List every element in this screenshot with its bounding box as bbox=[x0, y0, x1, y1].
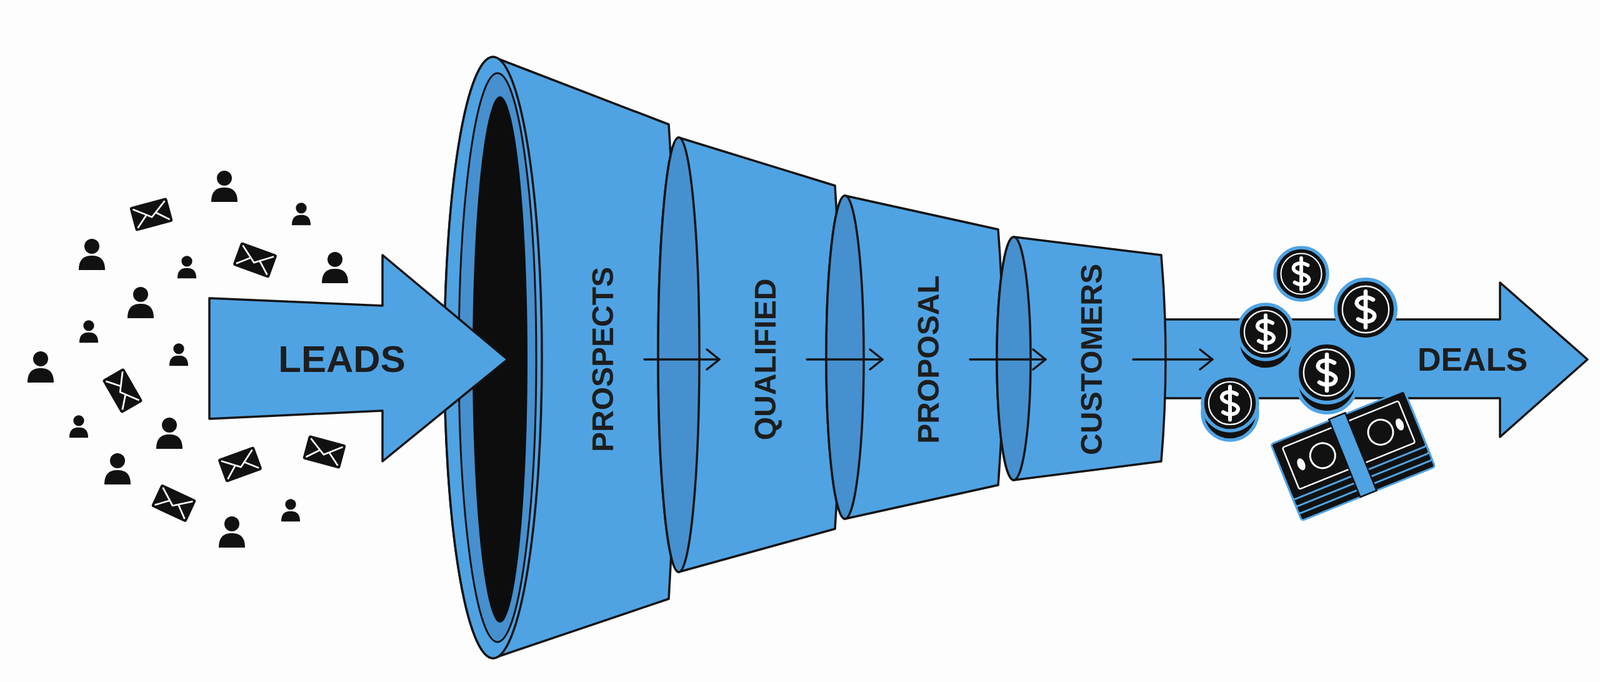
funnel-stage: CUSTOMERS bbox=[993, 233, 1172, 484]
envelope-icon bbox=[129, 197, 174, 232]
flow-arrow bbox=[644, 349, 720, 370]
stage-label: LEADS bbox=[278, 340, 405, 379]
arrow-head bbox=[1033, 349, 1046, 370]
cash-bill bbox=[1279, 411, 1435, 521]
envelope-icon bbox=[232, 241, 277, 279]
arrow-shape bbox=[1161, 282, 1588, 437]
person-icon bbox=[218, 516, 245, 548]
person-icon bbox=[291, 202, 311, 225]
funnel-stage: QUALIFIED bbox=[653, 134, 854, 575]
funnel-rim-inner bbox=[458, 73, 537, 642]
cash-stack bbox=[1270, 389, 1435, 521]
node-outline bbox=[1156, 278, 1594, 442]
cash-bill bbox=[1270, 390, 1427, 500]
person-icon bbox=[211, 170, 238, 202]
envelope-icon bbox=[217, 446, 262, 483]
cone-face bbox=[826, 195, 864, 519]
stage-label: QUALIFIED bbox=[750, 278, 781, 441]
funnel-stage: PROPOSAL bbox=[821, 192, 1010, 522]
stage-label: PROSPECTS bbox=[588, 266, 619, 452]
bill-seal bbox=[1364, 415, 1397, 449]
person-icon bbox=[69, 415, 89, 438]
flow-line bbox=[806, 358, 883, 361]
bill-seal bbox=[1306, 439, 1339, 472]
person-icon bbox=[321, 251, 349, 284]
person-icon bbox=[169, 343, 189, 366]
cone-body bbox=[444, 56, 677, 659]
funnel-opening bbox=[472, 96, 528, 623]
arrow-head bbox=[1200, 349, 1213, 370]
coin-icon bbox=[1275, 247, 1328, 300]
envelope-icon bbox=[151, 483, 197, 523]
bill-dot bbox=[1393, 417, 1406, 432]
cone-body bbox=[658, 137, 841, 572]
arrow-head bbox=[706, 349, 720, 370]
person-icon bbox=[177, 255, 197, 279]
flow-line bbox=[1133, 358, 1213, 361]
flow-line bbox=[644, 358, 720, 361]
deals-arrow: DEALS bbox=[1156, 278, 1594, 442]
person-icon bbox=[27, 351, 54, 383]
bill-border bbox=[1282, 400, 1415, 490]
envelope-icon bbox=[302, 435, 347, 469]
flow-line bbox=[970, 358, 1046, 361]
person-icon bbox=[156, 417, 183, 449]
cone-body bbox=[996, 236, 1166, 480]
bill-dot bbox=[1295, 456, 1308, 472]
stage-label: CUSTOMERS bbox=[1076, 263, 1107, 455]
person-icon bbox=[104, 453, 131, 485]
stage-label: PROPOSAL bbox=[913, 275, 944, 444]
arrow-head bbox=[870, 349, 883, 370]
person-icon bbox=[127, 286, 154, 319]
cone-face bbox=[996, 236, 1031, 480]
envelope-icon bbox=[101, 367, 143, 414]
person-icon bbox=[79, 320, 99, 343]
cash-bill bbox=[1276, 404, 1432, 514]
cone-body bbox=[826, 195, 1004, 519]
person-icon bbox=[78, 238, 105, 270]
leads-arrow: LEADS bbox=[206, 253, 516, 466]
person-icon bbox=[281, 498, 300, 522]
stage-label: DEALS bbox=[1417, 343, 1528, 376]
funnel-rim bbox=[444, 56, 542, 659]
flow-arrow bbox=[806, 349, 883, 370]
cash-bill bbox=[1273, 397, 1430, 507]
flow-arrow bbox=[970, 349, 1046, 370]
cone-face bbox=[658, 137, 700, 572]
flow-arrow bbox=[1133, 349, 1213, 370]
cash-band bbox=[1328, 412, 1377, 497]
